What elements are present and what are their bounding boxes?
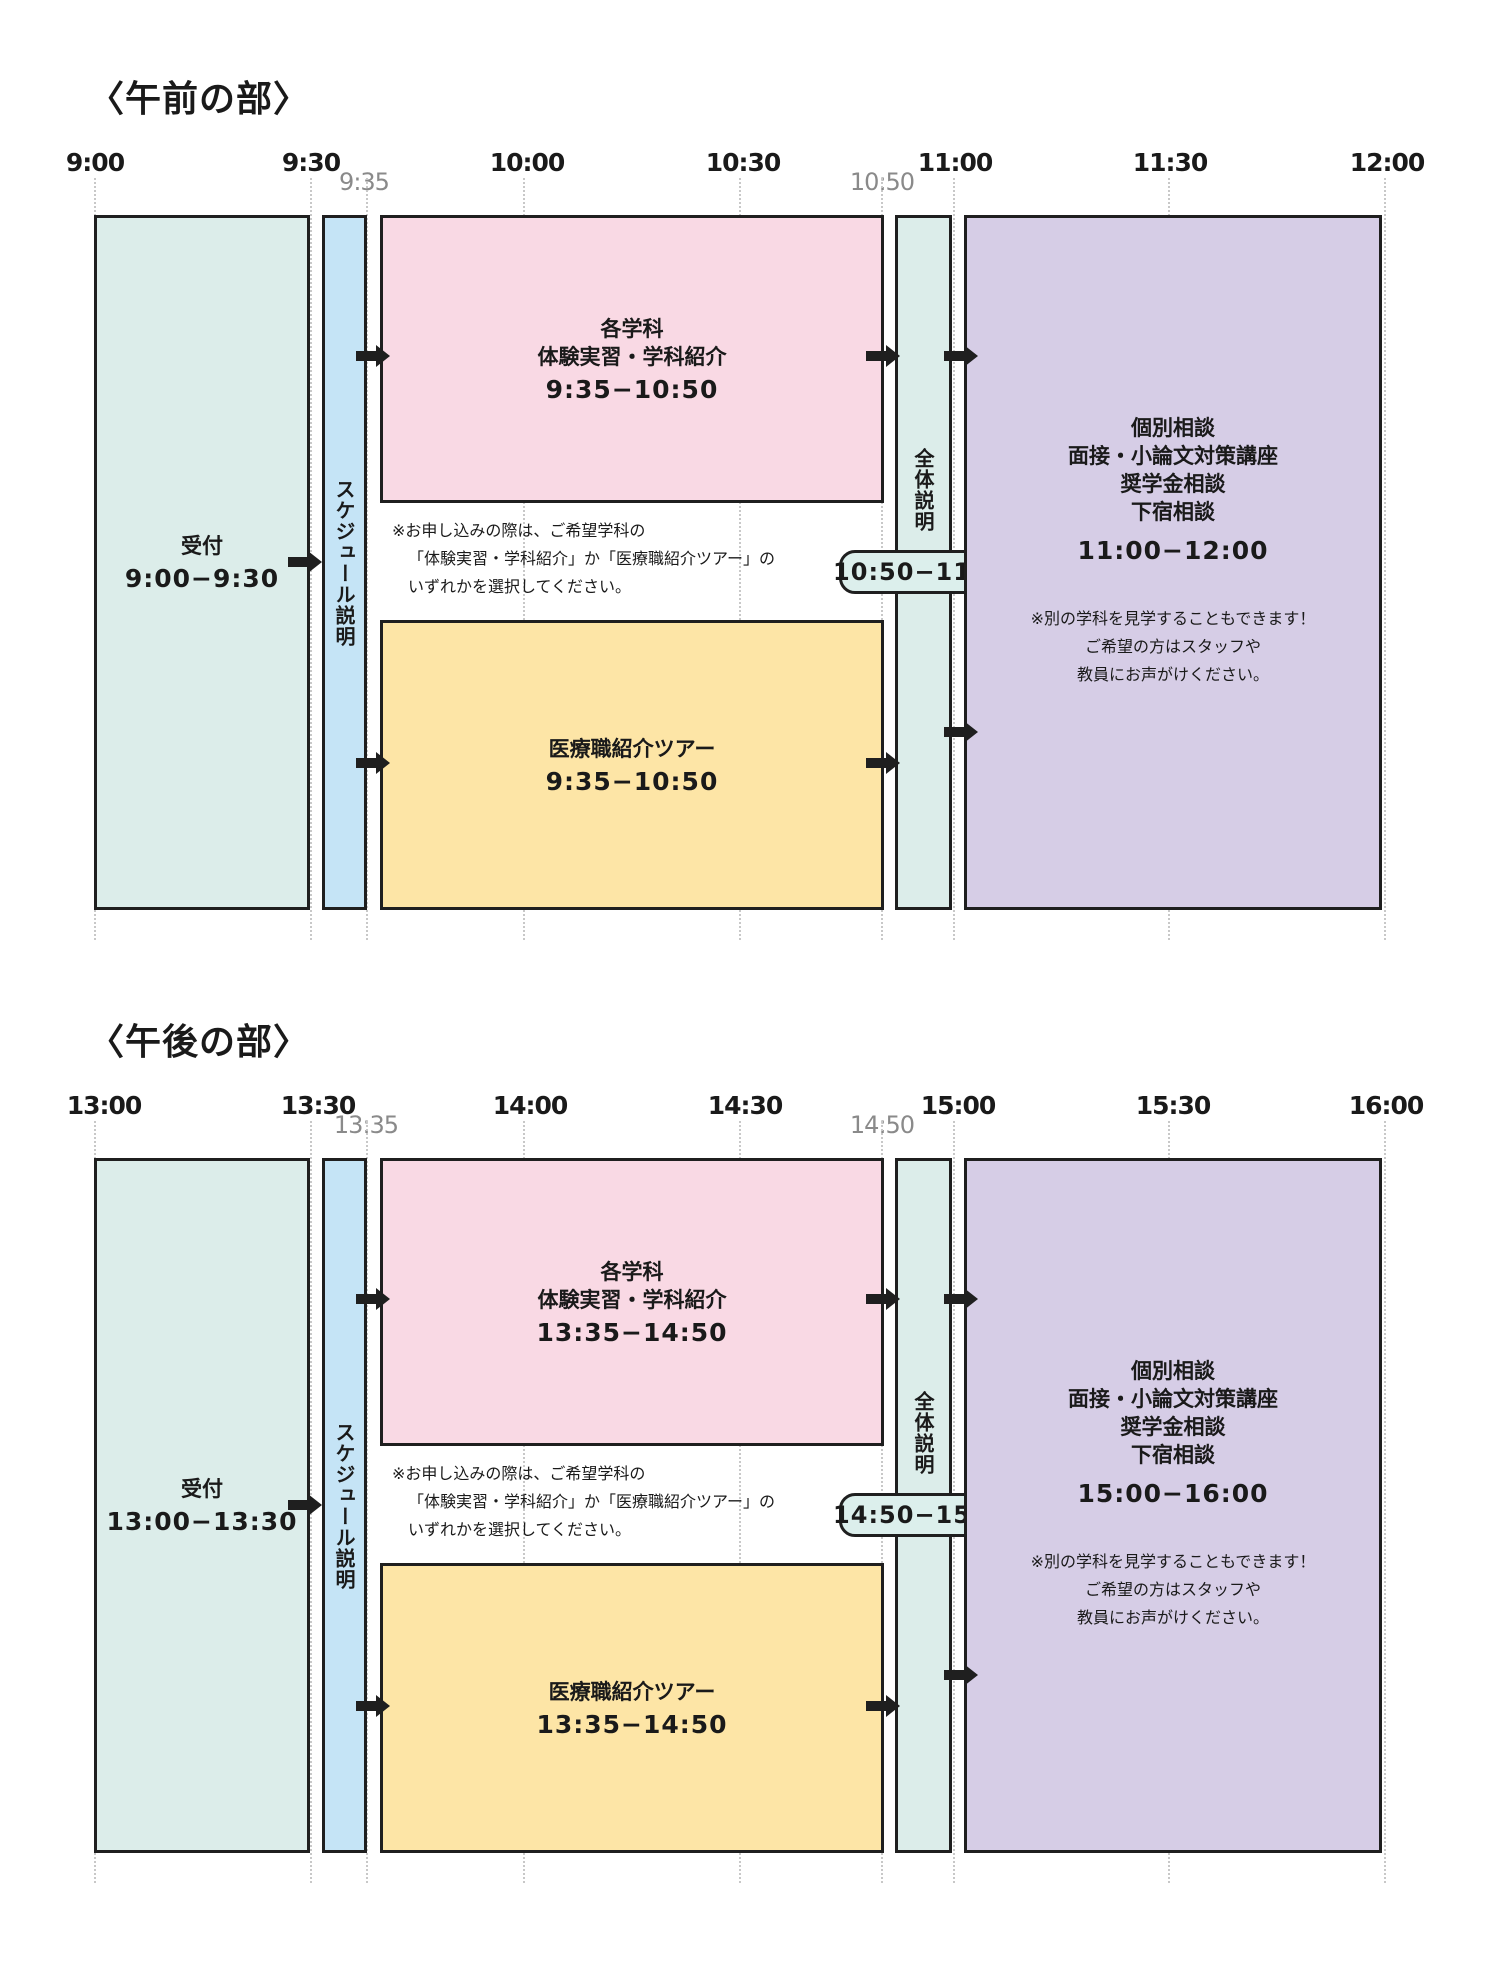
- arrow-right-icon: [866, 1288, 900, 1310]
- consultation-time: 15:00−16:00: [1077, 1479, 1269, 1508]
- reception-time: 9:00−9:30: [124, 564, 280, 593]
- time-tick: 12:00: [1349, 148, 1426, 177]
- consultation-content: 個別相談 面接・小論文対策講座 奨学金相談 下宿相談 11:00−12:00 ※…: [1031, 414, 1316, 689]
- time-tick: 15:30: [1135, 1091, 1212, 1120]
- time-tick: 14:00: [492, 1091, 569, 1120]
- selection-note-line: 「体験実習・学科紹介」か「医療職紹介ツアー」の: [408, 1492, 776, 1511]
- section-title: 〈午前の部〉: [88, 79, 311, 120]
- tour-label: 医療職紹介ツアー: [548, 1679, 716, 1704]
- time-tick: 9:30: [281, 148, 341, 177]
- consultation-label-3: 奨学金相談: [1120, 1415, 1226, 1439]
- consultation-note-line: ご希望の方はスタッフや: [1084, 1580, 1261, 1599]
- overall-label: 全体説明: [911, 448, 935, 532]
- consultation-note-line: 教員にお声がけください。: [1076, 1608, 1269, 1627]
- grid-line: [366, 1121, 368, 1883]
- experience-time: 9:35−10:50: [545, 374, 719, 404]
- reception-time: 13:00−13:30: [106, 1507, 298, 1536]
- time-tick: 13:00: [66, 1091, 143, 1120]
- schedule-block: スケジュール説明: [322, 215, 367, 910]
- consultation-block: 個別相談 面接・小論文対策講座 奨学金相談 下宿相談 15:00−16:00 ※…: [964, 1158, 1382, 1853]
- consultation-time: 11:00−12:00: [1077, 536, 1269, 565]
- consultation-label-2: 面接・小論文対策講座: [1068, 444, 1278, 468]
- arrow-right-icon: [356, 345, 390, 367]
- experience-block: 各学科 体験実習・学科紹介 9:35−10:50: [380, 215, 884, 503]
- grid-line: [1384, 178, 1386, 940]
- time-tick: 16:00: [1348, 1091, 1425, 1120]
- tour-block: 医療職紹介ツアー 9:35−10:50: [380, 620, 884, 910]
- consultation-note-line: ※別の学科を見学することもできます！: [1030, 1552, 1316, 1571]
- selection-note-line: ※お申し込みの際は、ご希望学科の: [392, 1464, 646, 1483]
- consultation-label-4: 下宿相談: [1131, 500, 1215, 524]
- arrow-right-icon: [866, 1695, 900, 1717]
- grid-line: [523, 178, 525, 940]
- arrow-right-icon: [356, 1695, 390, 1717]
- arrow-right-icon: [866, 752, 900, 774]
- arrow-right-icon: [944, 1664, 978, 1686]
- consultation-label-1: 個別相談: [1131, 416, 1215, 440]
- time-tick: 10:30: [705, 148, 782, 177]
- consultation-label-4: 下宿相談: [1131, 1443, 1215, 1467]
- consultation-block: 個別相談 面接・小論文対策講座 奨学金相談 下宿相談 11:00−12:00 ※…: [964, 215, 1382, 910]
- time-tick: 10:00: [489, 148, 566, 177]
- experience-label-2: 体験実習・学科紹介: [537, 1287, 727, 1312]
- afternoon-section: 〈午後の部〉 13:00 13:30 14:00 14:30 15:00 15:…: [0, 943, 1500, 1883]
- consultation-label-3: 奨学金相談: [1120, 472, 1226, 496]
- selection-note: ※お申し込みの際は、ご希望学科の 「体験実習・学科紹介」か「医療職紹介ツアー」の…: [392, 1460, 775, 1544]
- consultation-content: 個別相談 面接・小論文対策講座 奨学金相談 下宿相談 15:00−16:00 ※…: [1031, 1357, 1316, 1632]
- grid-line: [1384, 1121, 1386, 1883]
- time-tick: 13:30: [280, 1091, 357, 1120]
- tour-time: 13:35−14:50: [536, 1709, 728, 1739]
- arrow-right-icon: [356, 752, 390, 774]
- experience-time: 13:35−14:50: [536, 1317, 728, 1347]
- selection-note-line: いずれかを選択してください。: [408, 1520, 632, 1539]
- selection-note: ※お申し込みの際は、ご希望学科の 「体験実習・学科紹介」か「医療職紹介ツアー」の…: [392, 517, 775, 601]
- experience-block: 各学科 体験実習・学科紹介 13:35−14:50: [380, 1158, 884, 1446]
- time-tick: 14:30: [707, 1091, 784, 1120]
- time-tick: 15:00: [920, 1091, 997, 1120]
- grid-line: [366, 178, 368, 940]
- consultation-note-line: ご希望の方はスタッフや: [1084, 637, 1261, 656]
- consultation-note: ※別の学科を見学することもできます！ ご希望の方はスタッフや 教員にお声がけくだ…: [1031, 605, 1316, 689]
- arrow-right-icon: [866, 345, 900, 367]
- time-tick: 9:00: [65, 148, 125, 177]
- grid-line: [523, 1121, 525, 1883]
- consultation-label-2: 面接・小論文対策講座: [1068, 1387, 1278, 1411]
- arrow-right-icon: [356, 1288, 390, 1310]
- overall-label: 全体説明: [911, 1391, 935, 1475]
- experience-label-1: 各学科: [600, 1259, 664, 1284]
- schedule-label: スケジュール説明: [332, 1421, 356, 1590]
- reception-block: 受付 13:00−13:30: [94, 1158, 310, 1853]
- grid-line: [739, 1121, 741, 1883]
- sub-time-tick: 9:35: [339, 168, 390, 196]
- morning-section: 〈午前の部〉 9:00 9:30 10:00 10:30 11:00 11:30…: [0, 0, 1500, 940]
- section-title: 〈午後の部〉: [88, 1022, 311, 1063]
- tour-label: 医療職紹介ツアー: [548, 736, 716, 761]
- reception-label: 受付: [181, 534, 223, 558]
- reception-block: 受付 9:00−9:30: [94, 215, 310, 910]
- selection-note-line: いずれかを選択してください。: [408, 577, 632, 596]
- schedule-label: スケジュール説明: [332, 478, 356, 647]
- experience-label-1: 各学科: [600, 316, 664, 341]
- experience-label-2: 体験実習・学科紹介: [537, 344, 727, 369]
- consultation-note-line: 教員にお声がけください。: [1076, 665, 1269, 684]
- selection-note-line: 「体験実習・学科紹介」か「医療職紹介ツアー」の: [408, 549, 776, 568]
- arrow-right-icon: [288, 1494, 322, 1516]
- arrow-right-icon: [944, 345, 978, 367]
- schedule-block: スケジュール説明: [322, 1158, 367, 1853]
- grid-line: [739, 178, 741, 940]
- time-tick: 11:00: [917, 148, 994, 177]
- arrow-right-icon: [944, 1288, 978, 1310]
- tour-time: 9:35−10:50: [545, 766, 719, 796]
- consultation-label-1: 個別相談: [1131, 1359, 1215, 1383]
- consultation-note: ※別の学科を見学することもできます！ ご希望の方はスタッフや 教員にお声がけくだ…: [1031, 1548, 1316, 1632]
- consultation-note-line: ※別の学科を見学することもできます！: [1030, 609, 1316, 628]
- reception-label: 受付: [181, 1477, 223, 1501]
- arrow-right-icon: [288, 551, 322, 573]
- arrow-right-icon: [944, 721, 978, 743]
- tour-block: 医療職紹介ツアー 13:35−14:50: [380, 1563, 884, 1853]
- time-tick: 11:30: [1132, 148, 1209, 177]
- selection-note-line: ※お申し込みの際は、ご希望学科の: [392, 521, 646, 540]
